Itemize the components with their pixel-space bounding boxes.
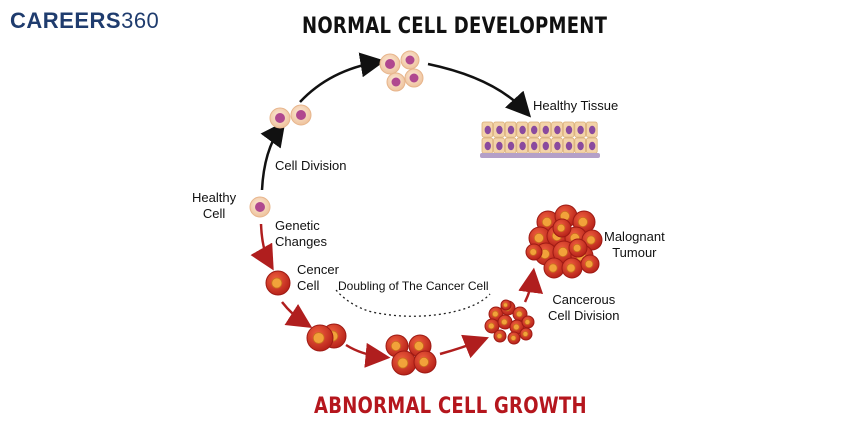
tissue-cell [504,137,517,154]
tissue-cell [574,137,586,154]
division-cluster-cell [521,315,535,329]
arrow-healthy-to-cancer [250,223,274,271]
tumour-cell [568,238,588,258]
tissue-membrane [480,153,600,158]
logo-text: CAREERS [10,8,122,33]
tissue-cell [586,121,598,138]
tissue-cell [481,137,494,154]
tumour-cell [580,254,600,274]
cluster-cell-4 [404,68,424,88]
division-cluster-cell [493,329,507,343]
doubled-cell-front [306,324,334,352]
label-cell-division: Cell Division [275,158,347,173]
abnormal-cell-growth-title: ABNORMAL CELL GROWTH [314,394,587,419]
tissue-cell [551,137,563,154]
tissue-cell [481,121,494,138]
label-malignant-tumour: Malognant Tumour [604,229,665,260]
arrow-healthy-to-division [260,120,286,191]
label-cancer-cell: Cencer Cell [297,262,339,293]
arrow-cluster-to-tumour [518,267,544,303]
division-cluster-cell [519,327,533,341]
tissue-cell [586,137,598,154]
tissue-cell [528,137,540,154]
tissue-cell [539,121,552,138]
dividing-cell-right [290,104,312,126]
cluster-cell-3 [386,72,406,92]
tumour-cell [525,243,543,261]
arrow-double-to-quad [345,342,391,368]
label-genetic-changes: Genetic Changes [275,218,328,249]
quad-cell-3 [391,350,417,376]
tissue-cell [528,121,540,138]
label-healthy-tissue: Healthy Tissue [533,98,619,113]
healthy-cell [249,196,271,218]
quad-cell-4 [413,350,437,374]
arrow-cluster-to-tissue [427,62,532,118]
tissue-cell [562,137,575,154]
healthy-tissue-block [480,121,600,158]
healthy-cells [249,50,424,218]
tissue-cell [493,121,505,138]
cancer-cell [265,270,291,296]
tissue-cell [562,121,575,138]
arrow-division-to-cluster [299,52,386,103]
label-healthy-cell: Healthy Cell [192,190,237,221]
cluster-cell-2 [400,50,420,70]
tissue-cell [493,137,505,154]
tissue-cell [539,137,552,154]
tissue-cell [551,121,563,138]
tumour-cell [561,257,583,279]
normal-cell-development-title: NORMAL CELL DEVELOPMENT [302,14,608,39]
division-cluster-cell [507,331,521,345]
doubling-bracket [335,289,491,317]
logo-number: 360 [121,8,160,33]
tumour-cell [543,257,565,279]
tissue-cell [574,121,586,138]
tissue-cell [516,137,528,154]
tissue-cell [504,121,517,138]
division-cluster-cell [500,299,512,311]
label-cancerous-division: Cancerous Cell Division [548,292,620,323]
tumour-cell [552,218,572,238]
dividing-cell-left [269,107,291,129]
careers360-logo: CAREERS360 [10,8,159,34]
arrow-quad-to-cluster [439,334,489,359]
tissue-cell [516,121,528,138]
cancer-cells [265,204,603,376]
label-doubling: Doubling of The Cancer Cell [338,279,489,293]
division-cluster-cell [497,314,513,330]
arrow-cancer-to-double [281,301,313,329]
cluster-cell-1 [379,53,401,75]
